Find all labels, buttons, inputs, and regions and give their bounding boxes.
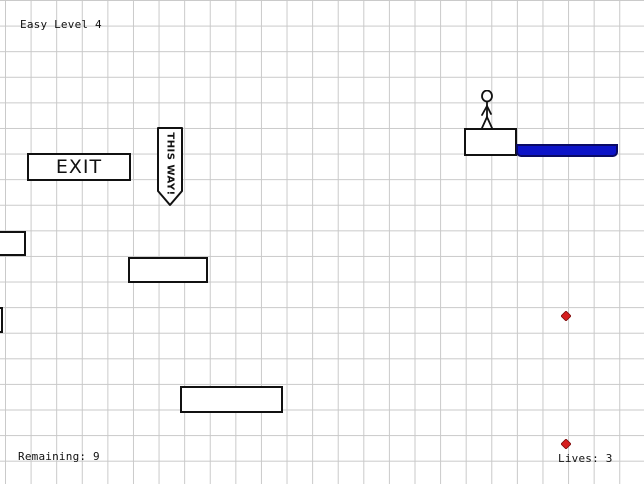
platform-left-edge-lower [0, 307, 3, 333]
platform-middle [128, 257, 208, 283]
platform-bottom [180, 386, 283, 413]
exit-label: EXIT [55, 156, 103, 178]
water-pool [516, 144, 618, 157]
down-arrow-sign-icon [157, 127, 183, 206]
red-diamond-icon [560, 310, 572, 322]
player-stickman [476, 89, 496, 130]
red-diamond-collectible [560, 306, 572, 322]
red-diamond-icon [560, 438, 572, 450]
platform-start [464, 128, 517, 156]
exit-sign: EXIT [27, 153, 131, 181]
level-title: Easy Level 4 [20, 18, 102, 31]
stickman-icon [481, 89, 493, 129]
platform-left-edge-upper [0, 231, 26, 256]
this-way-label: THIS WAY! [164, 132, 176, 196]
lives-counter: Lives: 3 [558, 452, 613, 465]
red-diamond-collectible [560, 434, 572, 450]
this-way-sign: THIS WAY! [156, 127, 184, 207]
remaining-counter: Remaining: 9 [18, 450, 100, 463]
